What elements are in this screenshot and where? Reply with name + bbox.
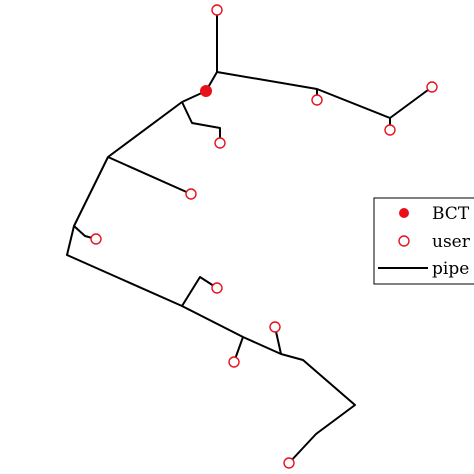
pipe-segment xyxy=(181,101,221,143)
user-node xyxy=(228,356,240,368)
user-node xyxy=(384,124,396,136)
legend-pipe-label: pipe xyxy=(432,259,469,279)
user-node xyxy=(269,321,281,333)
user-node xyxy=(90,233,102,245)
user-node xyxy=(211,4,223,16)
pipe-network xyxy=(66,10,433,464)
legend-user-marker xyxy=(398,235,410,247)
pipe-segment xyxy=(107,156,192,195)
user-node xyxy=(214,137,226,149)
user-node xyxy=(283,457,295,469)
user-node xyxy=(311,94,323,106)
legend-bct-marker xyxy=(399,208,409,218)
legend: BCT user pipe xyxy=(373,197,474,285)
pipe-segment xyxy=(181,305,356,464)
pipe-segment xyxy=(66,90,218,307)
legend-box xyxy=(373,197,474,285)
network-nodes xyxy=(90,4,438,469)
user-node xyxy=(185,188,197,200)
user-node xyxy=(426,81,438,93)
legend-bct-label: BCT xyxy=(432,204,470,224)
user-node xyxy=(211,282,223,294)
bct-node xyxy=(200,85,212,97)
legend-user-label: user xyxy=(432,232,471,252)
